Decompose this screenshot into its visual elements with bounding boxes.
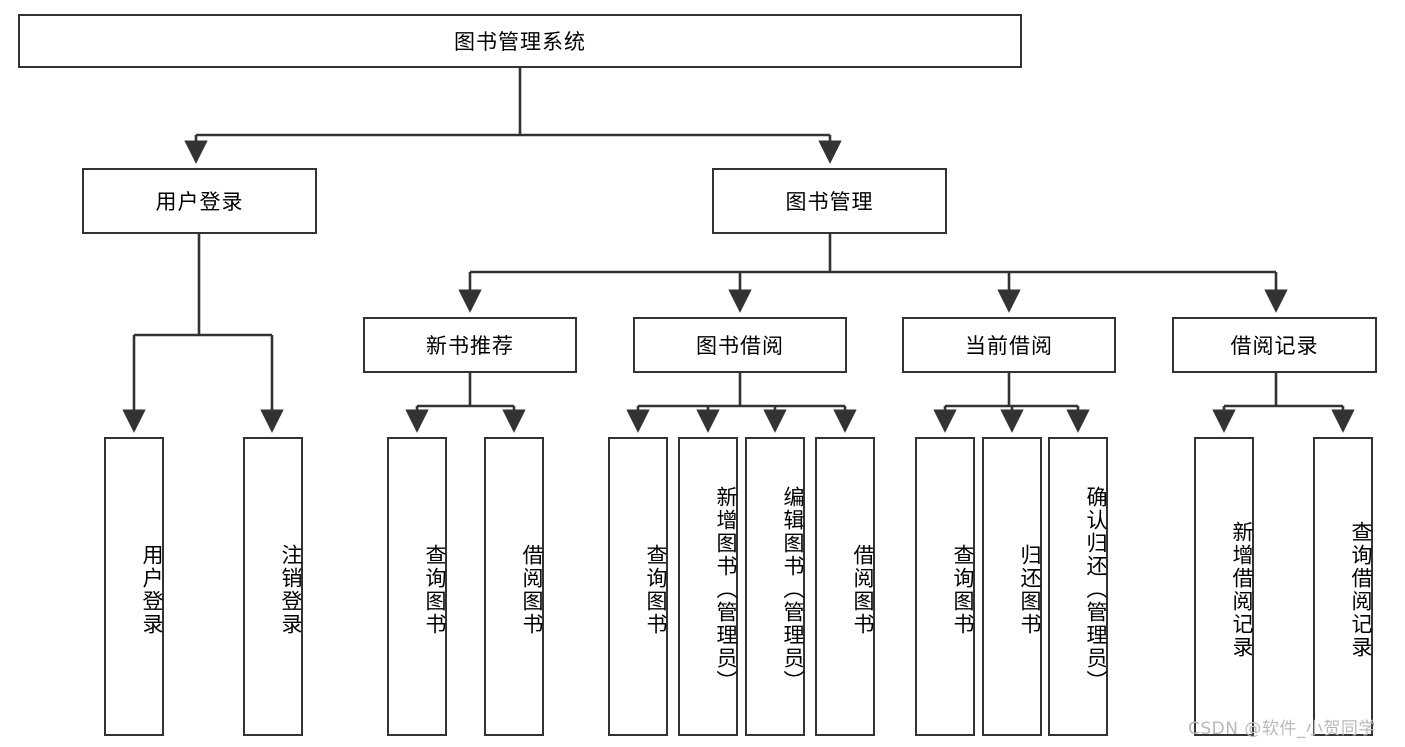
node-label: 查询借阅记录 [1349,520,1373,659]
leaf-add-book-admin[interactable]: 新增图书（管理员） [678,437,738,736]
leaf-query-borrow-record[interactable]: 查询借阅记录 [1313,437,1373,736]
node-label: 查询图书 [951,543,975,636]
node-label: 借阅记录 [1230,334,1319,358]
node-label: 新增借阅记录 [1230,520,1254,659]
node-label: 借阅图书 [520,543,544,636]
leaf-add-borrow-record[interactable]: 新增借阅记录 [1194,437,1254,736]
leaf-query-book-current[interactable]: 查询图书 [915,437,975,736]
node-label: 查询图书 [644,543,668,636]
node-label: 新增图书（管理员） [714,486,738,693]
leaf-query-book-borrow[interactable]: 查询图书 [608,437,668,736]
node-label: 确认归还（管理员） [1084,486,1108,693]
leaf-user-login[interactable]: 用户登录 [104,437,164,736]
node-label: 新书推荐 [426,334,514,358]
leaf-borrow-book-recommendation[interactable]: 借阅图书 [484,437,544,736]
node-label: 当前借阅 [965,334,1053,358]
leaf-borrow-book[interactable]: 借阅图书 [815,437,875,736]
leaf-query-book-recommendation[interactable]: 查询图书 [387,437,447,736]
node-root-system[interactable]: 图书管理系统 [18,14,1022,68]
node-label: 归还图书 [1018,543,1042,636]
node-label: 用户登录 [155,190,244,214]
node-book-borrow[interactable]: 图书借阅 [633,317,847,373]
node-label: 图书管理 [785,190,874,214]
node-label: 查询图书 [423,543,447,636]
leaf-return-book[interactable]: 归还图书 [982,437,1042,736]
node-label: 编辑图书（管理员） [781,486,805,693]
leaf-edit-book-admin[interactable]: 编辑图书（管理员） [745,437,805,736]
node-label: 图书借阅 [696,334,784,358]
node-label: 用户登录 [140,543,164,636]
node-book-manage[interactable]: 图书管理 [712,168,947,234]
leaf-logout[interactable]: 注销登录 [243,437,303,736]
node-current-borrow[interactable]: 当前借阅 [902,317,1116,373]
node-borrow-record[interactable]: 借阅记录 [1172,317,1377,373]
node-label: 借阅图书 [851,543,875,636]
leaf-confirm-return-admin[interactable]: 确认归还（管理员） [1048,437,1108,736]
node-label: 图书管理系统 [454,30,586,54]
node-user-login[interactable]: 用户登录 [82,168,317,234]
node-label: 注销登录 [279,543,303,636]
node-new-book-recommendation[interactable]: 新书推荐 [363,317,577,373]
csdn-watermark: CSDN @软件_小贺同学 [1188,719,1376,739]
